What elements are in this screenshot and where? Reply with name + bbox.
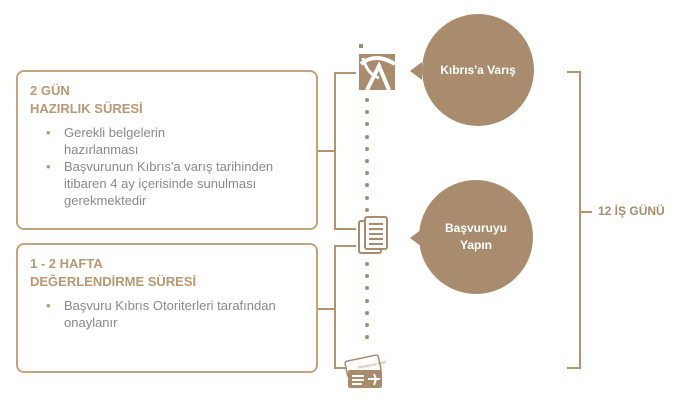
total-bracket <box>567 367 580 369</box>
timeline-dot <box>365 207 369 212</box>
connector <box>334 367 352 369</box>
connector <box>318 308 335 310</box>
list-item: Gerekli belgelerin hazırlanması <box>46 124 184 158</box>
timeline-dot <box>365 298 369 303</box>
step-label: Başvuruyu Yapın <box>444 221 508 252</box>
timeline-dot <box>365 335 369 340</box>
phase-duration: 2 GÜN <box>30 83 70 98</box>
connector <box>318 150 335 152</box>
timeline-dot <box>365 183 369 188</box>
timeline-dot <box>365 110 369 115</box>
timeline-dot <box>365 146 369 151</box>
svg-text:Residence Card: Residence Card <box>358 359 387 370</box>
phase-title: HAZIRLIK SÜRESİ <box>30 101 143 116</box>
connector <box>334 228 356 230</box>
timeline-dot <box>365 286 369 291</box>
timeline-dot <box>365 122 369 127</box>
residence-card-icon: Residence Card <box>344 354 387 388</box>
connector <box>334 72 336 230</box>
total-bracket <box>579 71 581 369</box>
connector <box>334 72 356 74</box>
phase-preparation: 2 GÜN HAZIRLIK SÜRESİ Gerekli belgelerin… <box>16 70 318 230</box>
list-item: Başvurunun Kıbrıs'a varış tarihinden iti… <box>46 158 304 209</box>
phase-evaluation: 1 - 2 HAFTA DEĞERLENDİRME SÜRESİ Başvuru… <box>16 243 318 373</box>
step-arrival: Kıbrıs'a Varış <box>422 14 534 126</box>
connector <box>334 245 356 247</box>
timeline-dot <box>365 134 369 139</box>
arrival-logo-icon <box>359 44 397 91</box>
timeline-dot <box>365 195 369 200</box>
timeline-dot <box>365 310 369 315</box>
timeline-dot <box>365 171 369 176</box>
list-item: Başvuru Kıbrıs Otoriterleri tarafından o… <box>46 297 304 331</box>
timeline-dot <box>365 98 369 102</box>
connector <box>334 245 336 369</box>
step-label: Kıbrıs'a Varış <box>440 62 516 77</box>
timeline-dot <box>365 159 369 163</box>
total-bracket <box>567 71 580 73</box>
phase-title: DEĞERLENDİRME SÜRESİ <box>30 274 197 289</box>
phase-duration: 1 - 2 HAFTA <box>30 256 103 271</box>
total-duration: 12 İŞ GÜNÜ <box>598 204 665 218</box>
step-apply: Başvuruyu Yapın <box>419 180 533 294</box>
callout-pointer <box>410 62 422 80</box>
document-icon <box>358 216 388 254</box>
total-bracket <box>580 211 592 213</box>
timeline-dot <box>365 274 369 279</box>
timeline-dot <box>365 323 369 327</box>
timeline-dot <box>365 262 369 266</box>
